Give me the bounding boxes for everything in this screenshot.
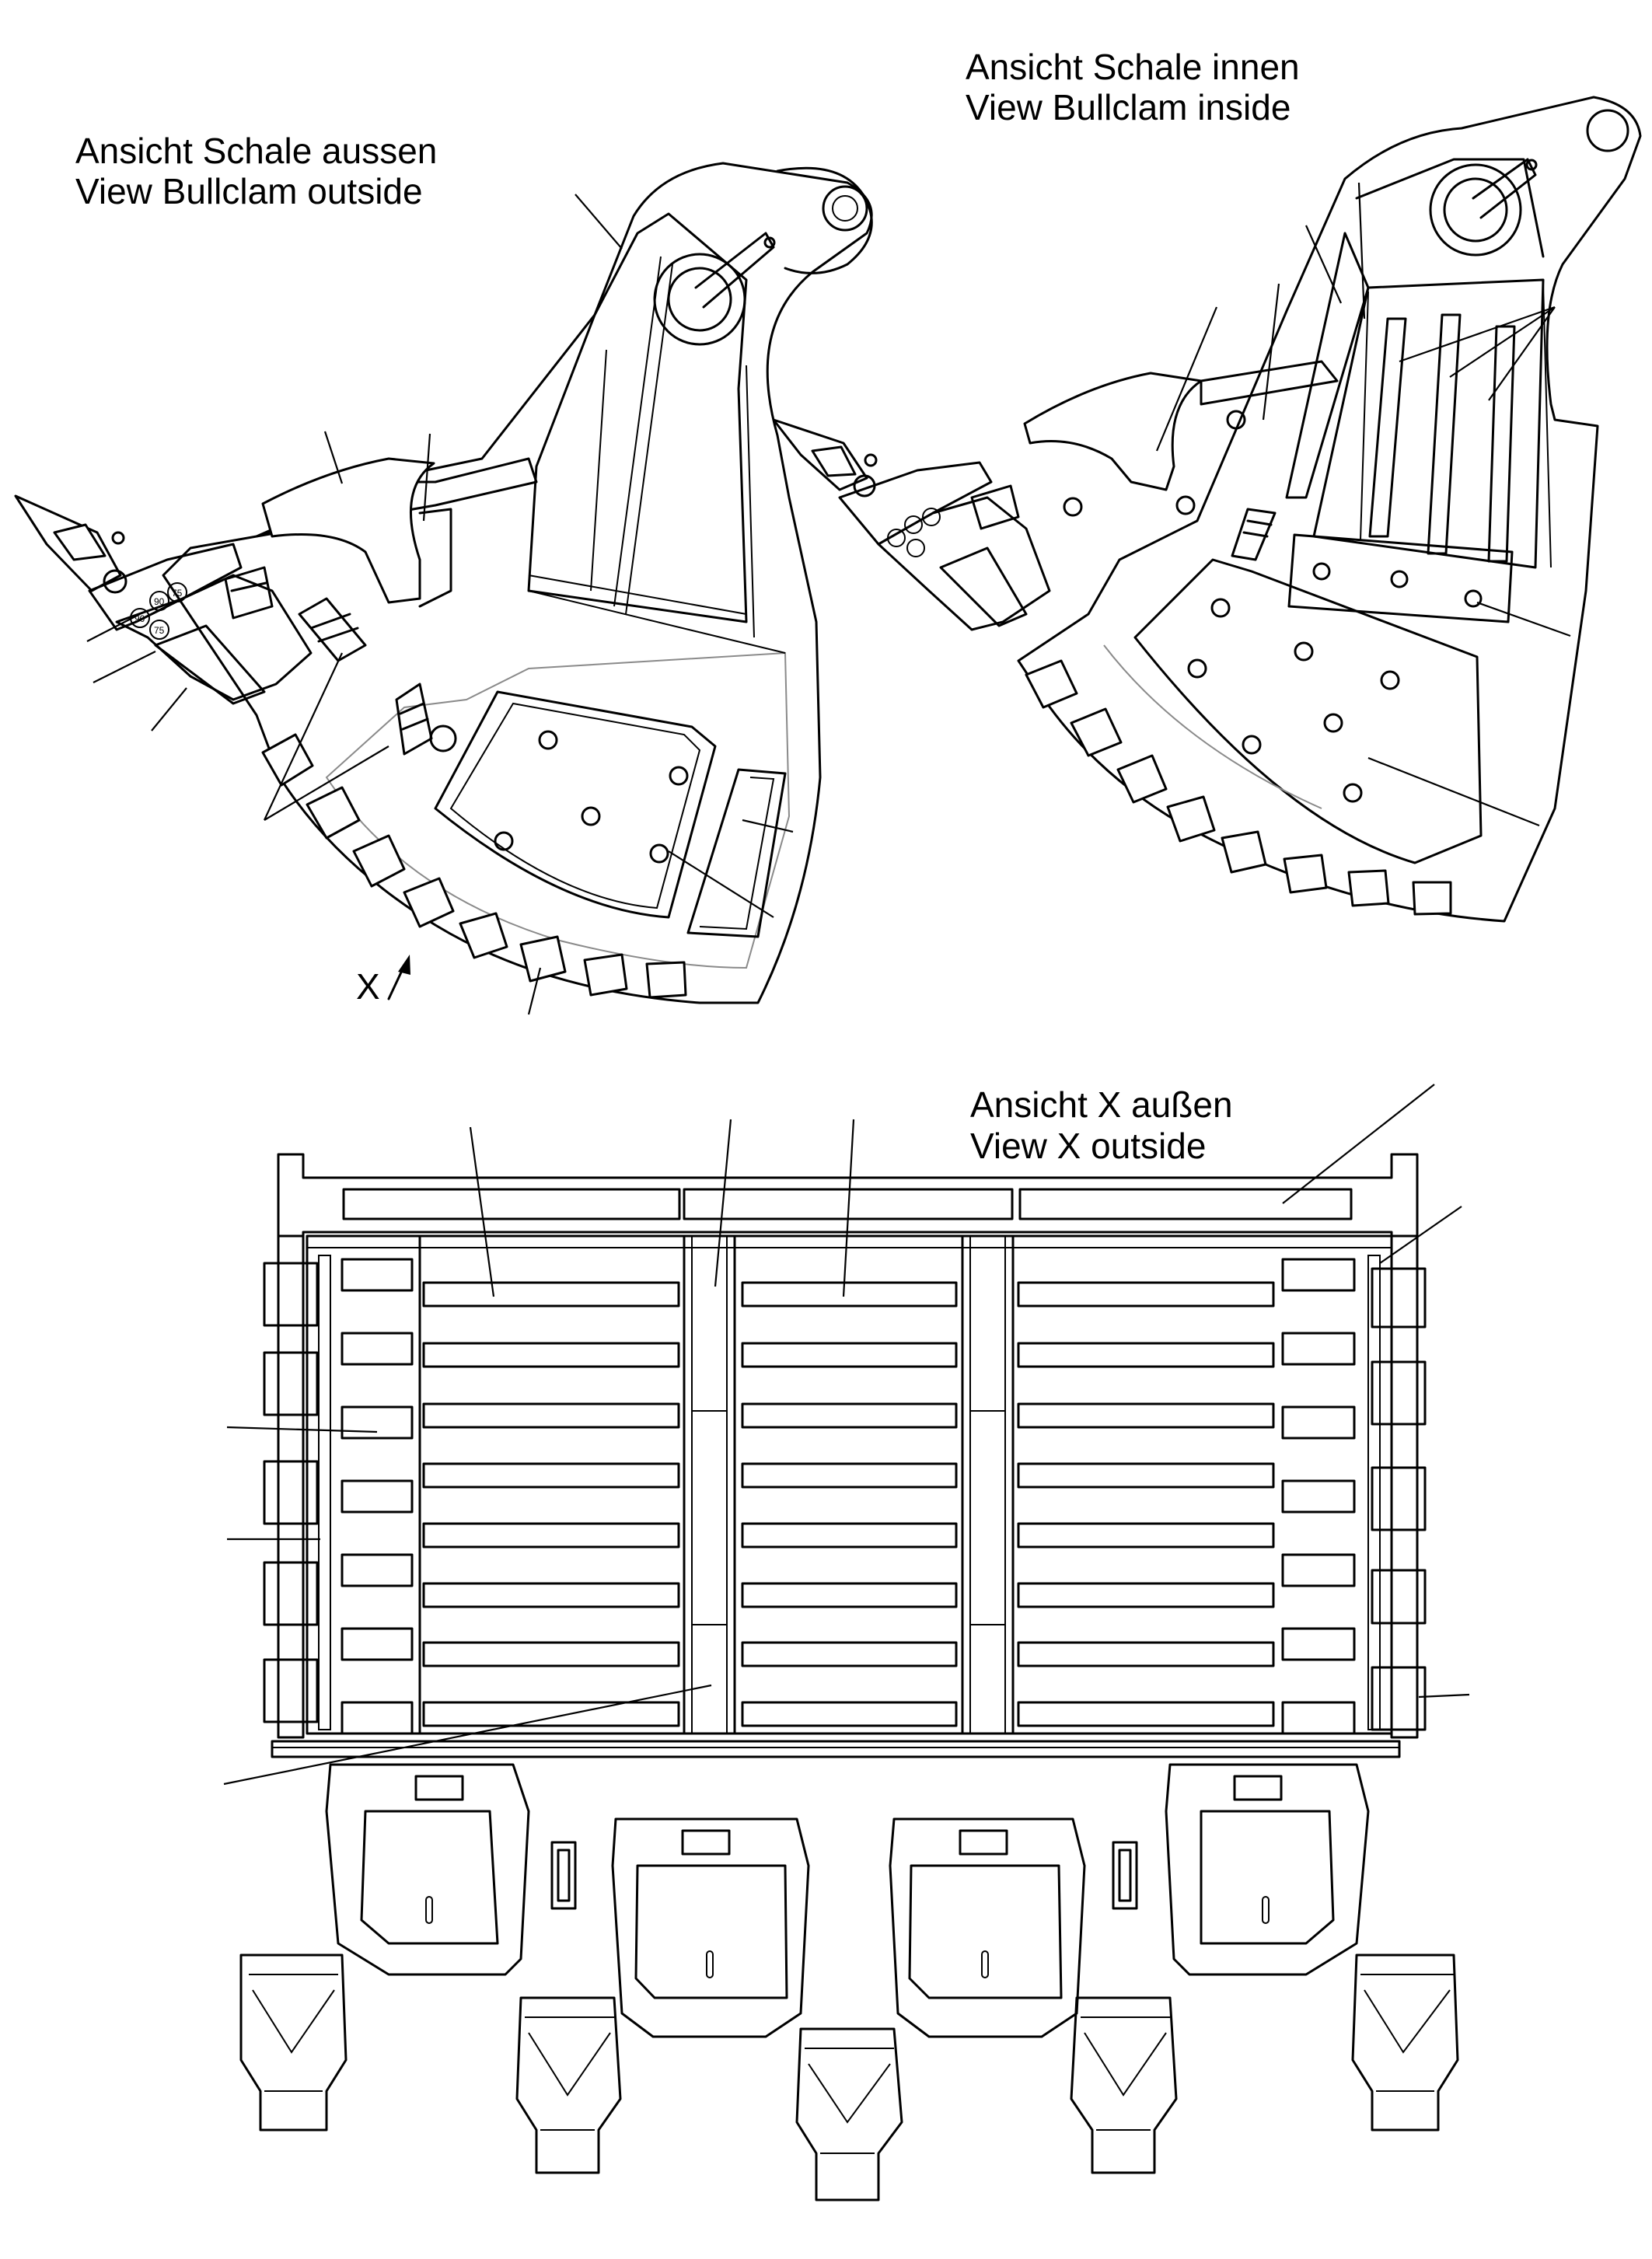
inside-pin-boss-inner	[1443, 177, 1508, 243]
title-viewx-de: Ansicht X außen	[970, 1084, 1233, 1125]
inside-saddle	[1023, 372, 1203, 491]
title-viewx-en: View X outside	[970, 1126, 1206, 1166]
view-x-outside	[223, 1084, 1470, 2201]
inside-cross-bar	[1287, 533, 1514, 623]
wear-label-75-a: 75	[172, 588, 183, 599]
outside-pin-boss-outer	[653, 253, 746, 346]
outside-arm-plate	[527, 212, 748, 623]
viewx-main-panel	[306, 1234, 1393, 1735]
inside-wear-plate	[1133, 558, 1483, 864]
inside-tooth-assembly	[772, 418, 1051, 631]
view-bullclam-inside	[772, 96, 1642, 923]
outside-heel-teeth	[261, 733, 687, 999]
inside-lug-hole	[1586, 109, 1629, 152]
outside-tooth-assembly: 90 75 90 75	[14, 494, 313, 705]
wear-label-75-b: 75	[154, 625, 165, 636]
outside-pin-boss-inner	[667, 267, 732, 332]
inside-rib-2	[1427, 313, 1462, 555]
viewx-side-teeth	[263, 1262, 1427, 1731]
inside-rib-1	[1368, 317, 1407, 538]
inside-rib-3	[1487, 325, 1516, 563]
inside-bucket-contour	[1017, 96, 1642, 923]
direction-marker-x: X	[356, 966, 380, 1007]
title-inside-en: View Bullclam inside	[966, 87, 1291, 127]
title-outside-de: Ansicht Schale aussen	[75, 131, 437, 171]
viewx-small-blocks	[318, 1255, 1381, 1735]
title-outside-en: View Bullclam outside	[75, 171, 423, 211]
viewx-tooth-adapters	[325, 1763, 1370, 2038]
viewx-slot-bars	[422, 1281, 1275, 1727]
outside-lug-hole	[822, 185, 868, 232]
outside-wear-plate	[434, 690, 717, 919]
title-inside-de: Ansicht Schale innen	[966, 47, 1300, 87]
outside-bucket-contour	[162, 162, 873, 1004]
wear-label-90-a: 90	[154, 596, 165, 607]
outside-leader-lines	[86, 194, 794, 1015]
viewx-leader-lines	[223, 1084, 1470, 1786]
inside-pin-boss-outer	[1429, 163, 1522, 257]
view-bullclam-outside: 90 75 90 75 X	[14, 162, 873, 1015]
inside-leader-lines	[1155, 182, 1571, 827]
outside-saddle	[261, 457, 435, 604]
viewx-tooth-shrouds	[239, 1953, 1459, 2201]
inside-heel-teeth	[1025, 659, 1452, 916]
